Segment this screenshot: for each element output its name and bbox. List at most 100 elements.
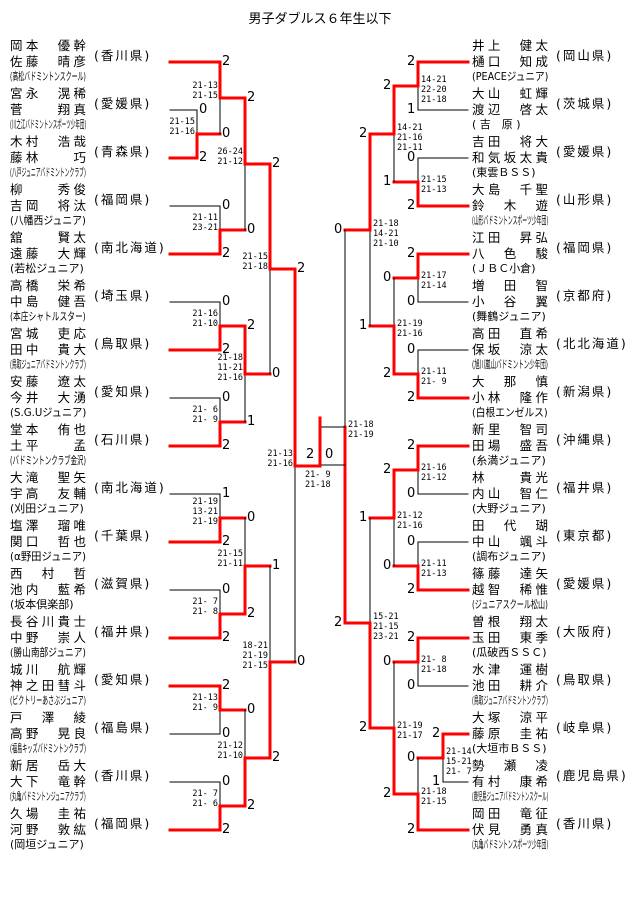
set-count: 1 xyxy=(383,174,392,189)
set-count: 2 xyxy=(222,822,231,837)
prefecture: (北北海道) xyxy=(556,336,628,351)
club-name: (岡垣ジュニア) xyxy=(10,838,84,851)
club-name: (鳥取ジュニアバドミントンクラブ) xyxy=(472,694,548,707)
set-count: 0 xyxy=(383,558,392,573)
player-name: 大塚 涼平 xyxy=(472,710,548,725)
prefecture: (鳥取県) xyxy=(556,672,614,687)
set-count: 2 xyxy=(407,390,416,405)
match-score: 21-15 21-16 xyxy=(169,117,195,137)
player-name: 佐藤 晴彦 xyxy=(10,54,86,69)
prefecture: (愛媛県) xyxy=(556,144,614,159)
player-name: 新居 岳大 xyxy=(10,758,86,773)
prefecture: (鳥取県) xyxy=(94,336,152,351)
match-score: 21-12 21-16 xyxy=(397,511,423,531)
prefecture: (滋賀県) xyxy=(94,576,152,591)
player-name: 伏見 勇真 xyxy=(472,822,548,837)
player-name: 勢 瀬 凌 xyxy=(472,758,548,773)
set-count: 2 xyxy=(222,630,231,645)
prefecture: (大阪府) xyxy=(556,624,614,639)
set-count: 0 xyxy=(222,726,231,741)
match-score: 21-17 21-14 xyxy=(421,271,447,291)
set-count: 2 xyxy=(247,318,256,333)
prefecture: (南北海道) xyxy=(94,480,166,495)
set-count: 0 xyxy=(222,126,231,141)
prefecture: (山形県) xyxy=(556,192,614,207)
set-count: 0 xyxy=(407,750,416,765)
set-count: 2 xyxy=(383,462,392,477)
set-count: 2 xyxy=(222,678,231,693)
match-score: 21-12 21-10 xyxy=(217,741,243,761)
set-count: 2 xyxy=(222,246,231,261)
club-name: (高松バドミントンスクール) xyxy=(10,70,86,83)
set-count: 0 xyxy=(222,582,231,597)
player-name: 高野 晃良 xyxy=(10,726,86,741)
club-name: (東雲ＢＳＳ) xyxy=(472,166,536,179)
player-name: 岡田 竜征 xyxy=(472,806,548,821)
set-count: 2 xyxy=(383,786,392,801)
set-count: 2 xyxy=(247,606,256,621)
player-name: 遠藤 大輝 xyxy=(10,246,86,261)
player-name: 渡辺 啓太 xyxy=(472,102,548,117)
set-count: 2 xyxy=(359,126,368,141)
prefecture: (香川県) xyxy=(556,816,614,831)
set-count: 0 xyxy=(247,222,256,237)
player-name: 堂本 侑也 xyxy=(10,422,86,437)
club-name: (瓜破西ＳＳＣ) xyxy=(472,646,547,659)
player-name: 小林 隆作 xyxy=(472,390,548,405)
prefecture: (千葉県) xyxy=(94,528,152,543)
match-score: 21-15 21-18 xyxy=(242,252,268,272)
prefecture: (愛媛県) xyxy=(94,96,152,111)
prefecture: (福岡県) xyxy=(556,240,614,255)
club-name: (旭川嵐山バドミントン少年団) xyxy=(472,358,548,371)
club-name: (若松ジュニア) xyxy=(10,262,84,275)
club-name: (八戸ジュニアバドミントンクラブ) xyxy=(10,166,86,179)
set-count: 1 xyxy=(222,486,231,501)
set-count: 2 xyxy=(247,798,256,813)
player-name: 玉田 東季 xyxy=(472,630,548,645)
club-name: (ビクトリーあさぶジュニア) xyxy=(10,694,86,707)
player-name: 木村 浩哉 xyxy=(10,134,86,149)
set-count: 1 xyxy=(359,318,368,333)
player-name: 田 代 瑚 xyxy=(472,518,548,533)
player-name: 池内 藍希 xyxy=(10,582,86,597)
player-name: 戸 澤 綾 xyxy=(10,710,86,725)
page-title: 男子ダブルス６年生以下 xyxy=(248,12,392,27)
player-name: 新里 智司 xyxy=(472,422,548,437)
club-name: (PEACEジュニア) xyxy=(472,70,549,83)
final-score-left: 2 xyxy=(306,447,315,462)
set-count: 2 xyxy=(199,150,208,165)
set-count: 2 xyxy=(222,438,231,453)
match-score: 21-16 21-10 xyxy=(192,309,218,329)
club-name: (大野ジュニア) xyxy=(472,502,546,515)
prefecture: (新潟県) xyxy=(556,384,614,399)
player-name: 中島 健吾 xyxy=(10,294,86,309)
player-name: 池田 耕介 xyxy=(472,678,548,693)
set-count: 2 xyxy=(222,534,231,549)
club-name: (舞鶴ジュニア) xyxy=(472,310,546,323)
player-name: 吉田 将大 xyxy=(472,134,548,149)
player-name: 保坂 涼太 xyxy=(472,342,548,357)
set-count: 2 xyxy=(407,198,416,213)
match-score: 21-16 21-12 xyxy=(421,463,447,483)
set-count: 0 xyxy=(222,198,231,213)
club-name: (ジュニアスクール松山) xyxy=(472,598,548,611)
player-name: 有村 康希 xyxy=(472,774,548,789)
match-score: 21-11 21- 9 xyxy=(421,367,447,387)
player-name: 中野 崇人 xyxy=(10,630,86,645)
prefecture: (青森県) xyxy=(94,144,152,159)
club-name: (勝山南部ジュニア) xyxy=(10,646,86,659)
set-count: 0 xyxy=(383,270,392,285)
set-count: 2 xyxy=(407,630,416,645)
match-score: 21-11 23-21 xyxy=(192,213,218,233)
club-name: (大垣市ＢＳＳ) xyxy=(472,742,547,755)
prefecture: (岡山県) xyxy=(556,48,614,63)
match-score: 21-19 21-17 xyxy=(397,721,423,741)
player-name: 林 貴光 xyxy=(472,470,548,485)
player-name: 藤原 圭祐 xyxy=(472,726,548,741)
set-count: 2 xyxy=(407,438,416,453)
player-name: 中山 颯斗 xyxy=(472,534,548,549)
final-score-right: 0 xyxy=(325,447,334,462)
prefecture: (鹿児島県) xyxy=(556,768,628,783)
set-count: 0 xyxy=(247,702,256,717)
set-count: 0 xyxy=(222,774,231,789)
